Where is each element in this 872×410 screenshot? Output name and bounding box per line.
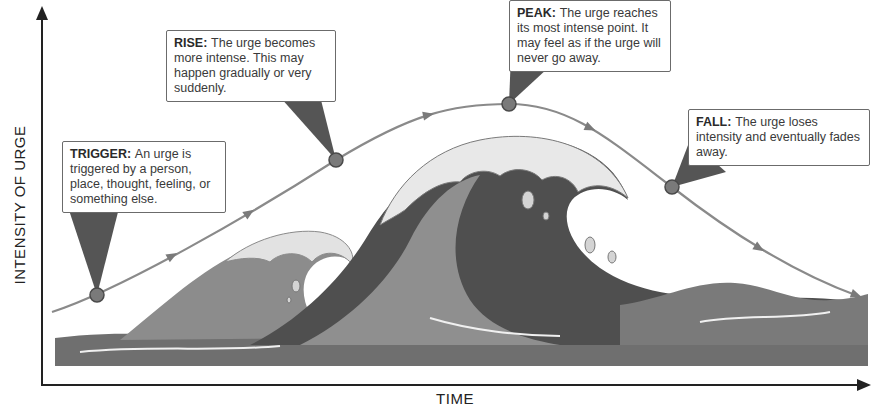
main-wave-face [300,175,560,345]
axis-arrowhead [857,379,871,391]
small-wave-foam [225,231,353,264]
curve-arrowhead [422,109,435,120]
stage-dot [502,97,516,111]
callout-box: RISE:The urge becomes more intense. This… [166,30,336,102]
right-swell [620,283,868,345]
water-droplet [287,297,291,303]
callout-text: RISE:The urge becomes more intense. This… [174,36,328,96]
callout-text: TRIGGER:An urge is triggered by a person… [70,147,218,207]
water-droplet [522,191,534,209]
main-wave-body [250,137,868,345]
y-axis [41,18,43,385]
stage-dot [329,153,343,167]
axis-arrowhead [36,6,48,20]
water-droplet [292,280,300,292]
curve-arrowhead [752,242,766,255]
curve-arrowhead [850,289,863,301]
wave-art [55,136,868,366]
water-streak [80,346,280,352]
callout-heading: TRIGGER: [70,147,131,161]
stage-dot [665,180,679,194]
y-axis-title: INTENSITY OF URGE [11,125,28,284]
callout-box: PEAK:The urge reaches its most intense p… [509,0,671,72]
stage-dot [90,288,104,302]
urge-curve-group [52,104,863,312]
water-droplet [543,212,549,220]
callout-text: FALL:The urge loses intensity and eventu… [696,115,862,160]
callout-text: PEAK:The urge reaches its most intense p… [517,6,663,66]
water-streak [700,312,830,322]
callout-box: TRIGGER:An urge is triggered by a person… [62,141,226,213]
wave-foam-crest [380,136,628,225]
curve-arrowhead [584,122,598,135]
water-streak [430,318,560,336]
x-axis-title: TIME [436,390,474,407]
curve-arrowhead [165,249,179,262]
x-axis [41,384,860,386]
water-droplet [608,251,616,263]
axes [36,6,871,391]
curve-arrowhead [242,206,256,220]
callout-heading: FALL: [696,115,731,129]
callout-box: FALL:The urge loses intensity and eventu… [688,109,870,166]
water-droplet [585,237,595,253]
callout-heading: RISE: [174,36,207,50]
callout-heading: PEAK: [517,6,556,20]
